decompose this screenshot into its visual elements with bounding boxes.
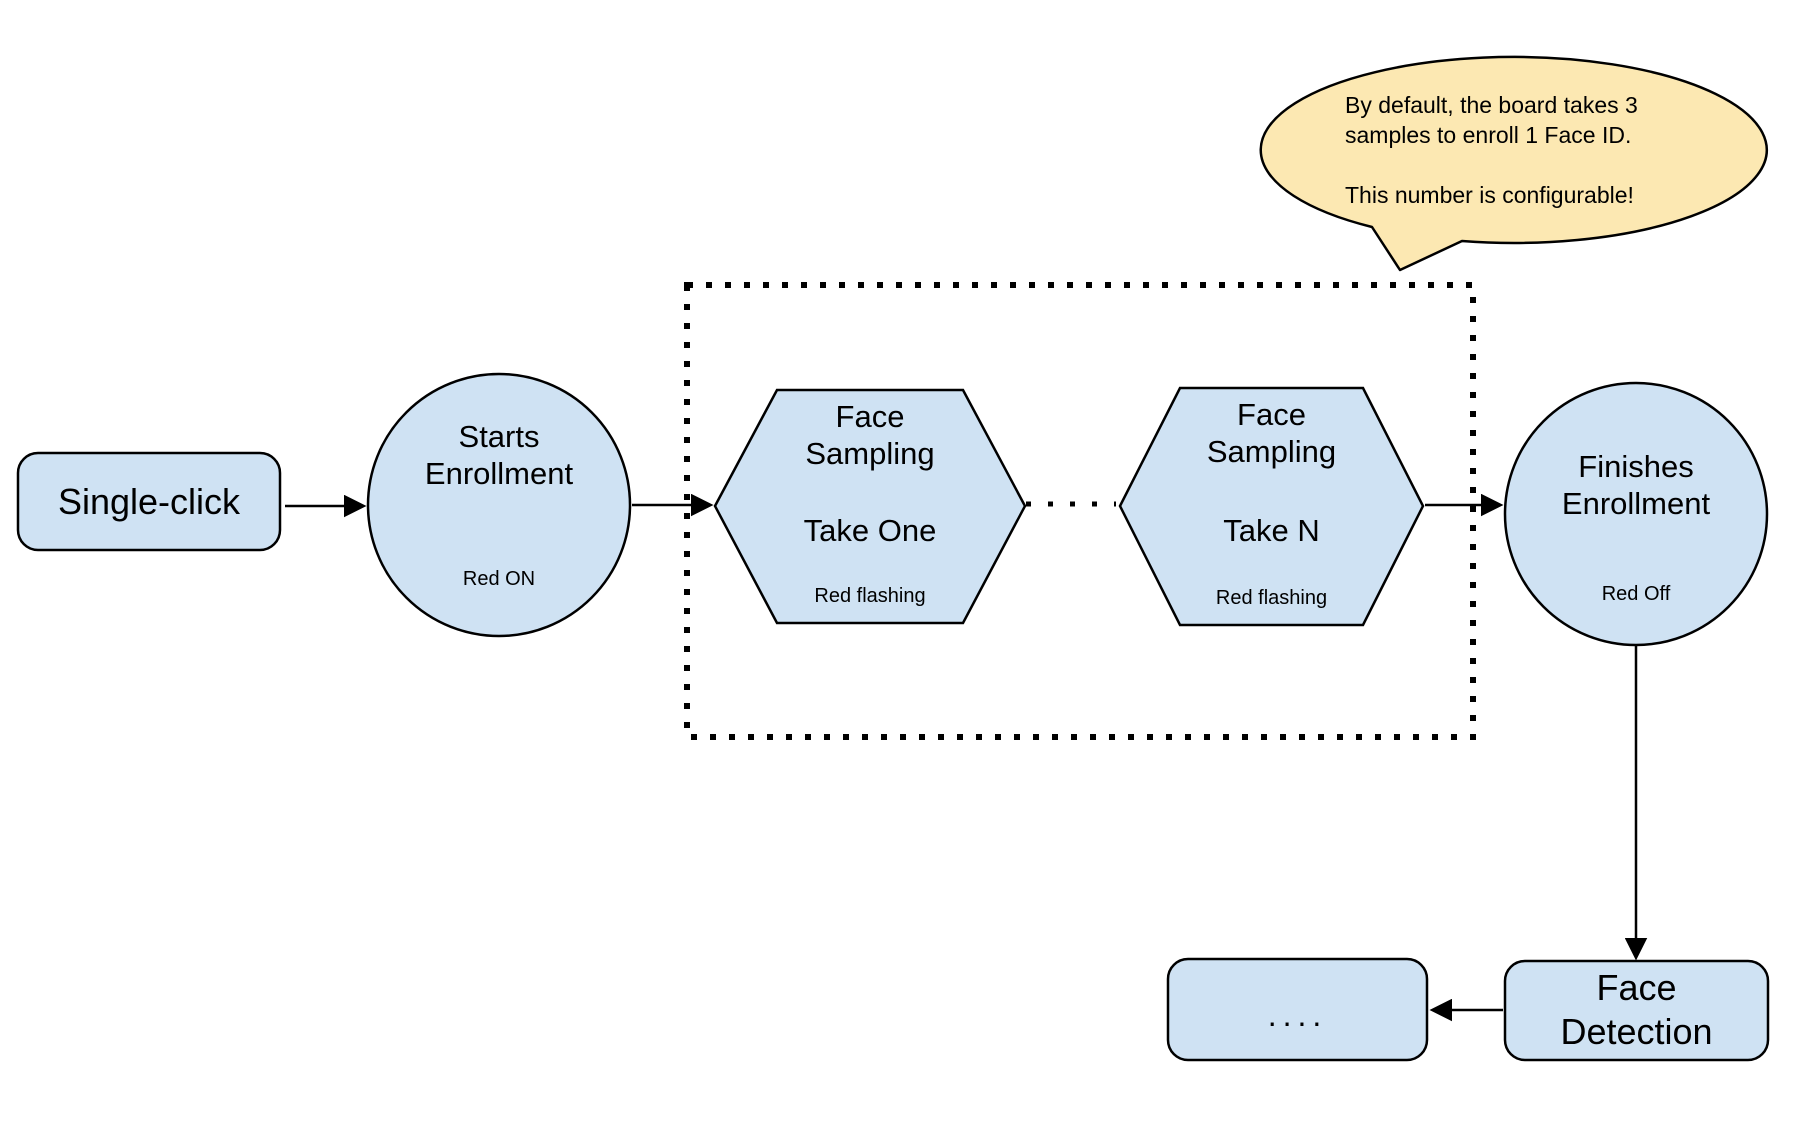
face-detection-line1: Face — [1596, 967, 1677, 1008]
sampling-one-status: Red flashing — [814, 585, 926, 607]
finishes-enrollment-line2: Enrollment — [1561, 486, 1711, 521]
sampling-n-line2: Sampling — [1206, 434, 1337, 469]
callout-text-line1: By default, the board takes 3 — [1345, 92, 1638, 118]
finishes-enrollment-line1: Finishes — [1578, 449, 1694, 484]
callout-text-line3: This number is configurable! — [1345, 182, 1634, 208]
continuation-label: .... — [1267, 996, 1328, 1033]
starts-enrollment-line2: Enrollment — [424, 456, 574, 491]
sampling-one-title: Face Sampling — [715, 398, 1025, 472]
sampling-n-take-label: Take N — [1223, 513, 1320, 548]
continuation-node — [1166, 957, 1429, 1062]
sampling-one-line1: Face — [835, 399, 905, 434]
sampling-n-status: Red flashing — [1215, 587, 1328, 609]
callout-text-line2: samples to enroll 1 Face ID. — [1345, 122, 1632, 148]
starts-enrollment-line1: Starts — [458, 419, 540, 454]
sampling-take-one-node — [713, 388, 1027, 625]
sampling-n-title: Face Sampling — [1120, 396, 1423, 470]
sampling-one-take-label: Take One — [803, 513, 937, 548]
face-detection-line2: Detection — [1560, 1011, 1713, 1052]
finishes-enrollment-status: Red Off — [1601, 583, 1671, 605]
sampling-n-line1: Face — [1237, 397, 1306, 432]
face-detection-title: Face Detection — [1505, 966, 1768, 1054]
callout-bubble — [1259, 55, 1768, 272]
enrollment-loop-boundary — [684, 282, 1476, 740]
single-click-label: Single-click — [57, 480, 241, 522]
single-click-node — [16, 451, 282, 552]
starts-enrollment-title: Starts Enrollment — [368, 418, 630, 492]
face-detection-node — [1503, 959, 1770, 1062]
starts-enrollment-node — [366, 372, 632, 638]
sampling-take-n-node — [1118, 386, 1425, 627]
starts-enrollment-status: Red ON — [462, 568, 536, 590]
sampling-one-line2: Sampling — [805, 436, 935, 471]
finishes-enrollment-title: Finishes Enrollment — [1505, 448, 1767, 522]
